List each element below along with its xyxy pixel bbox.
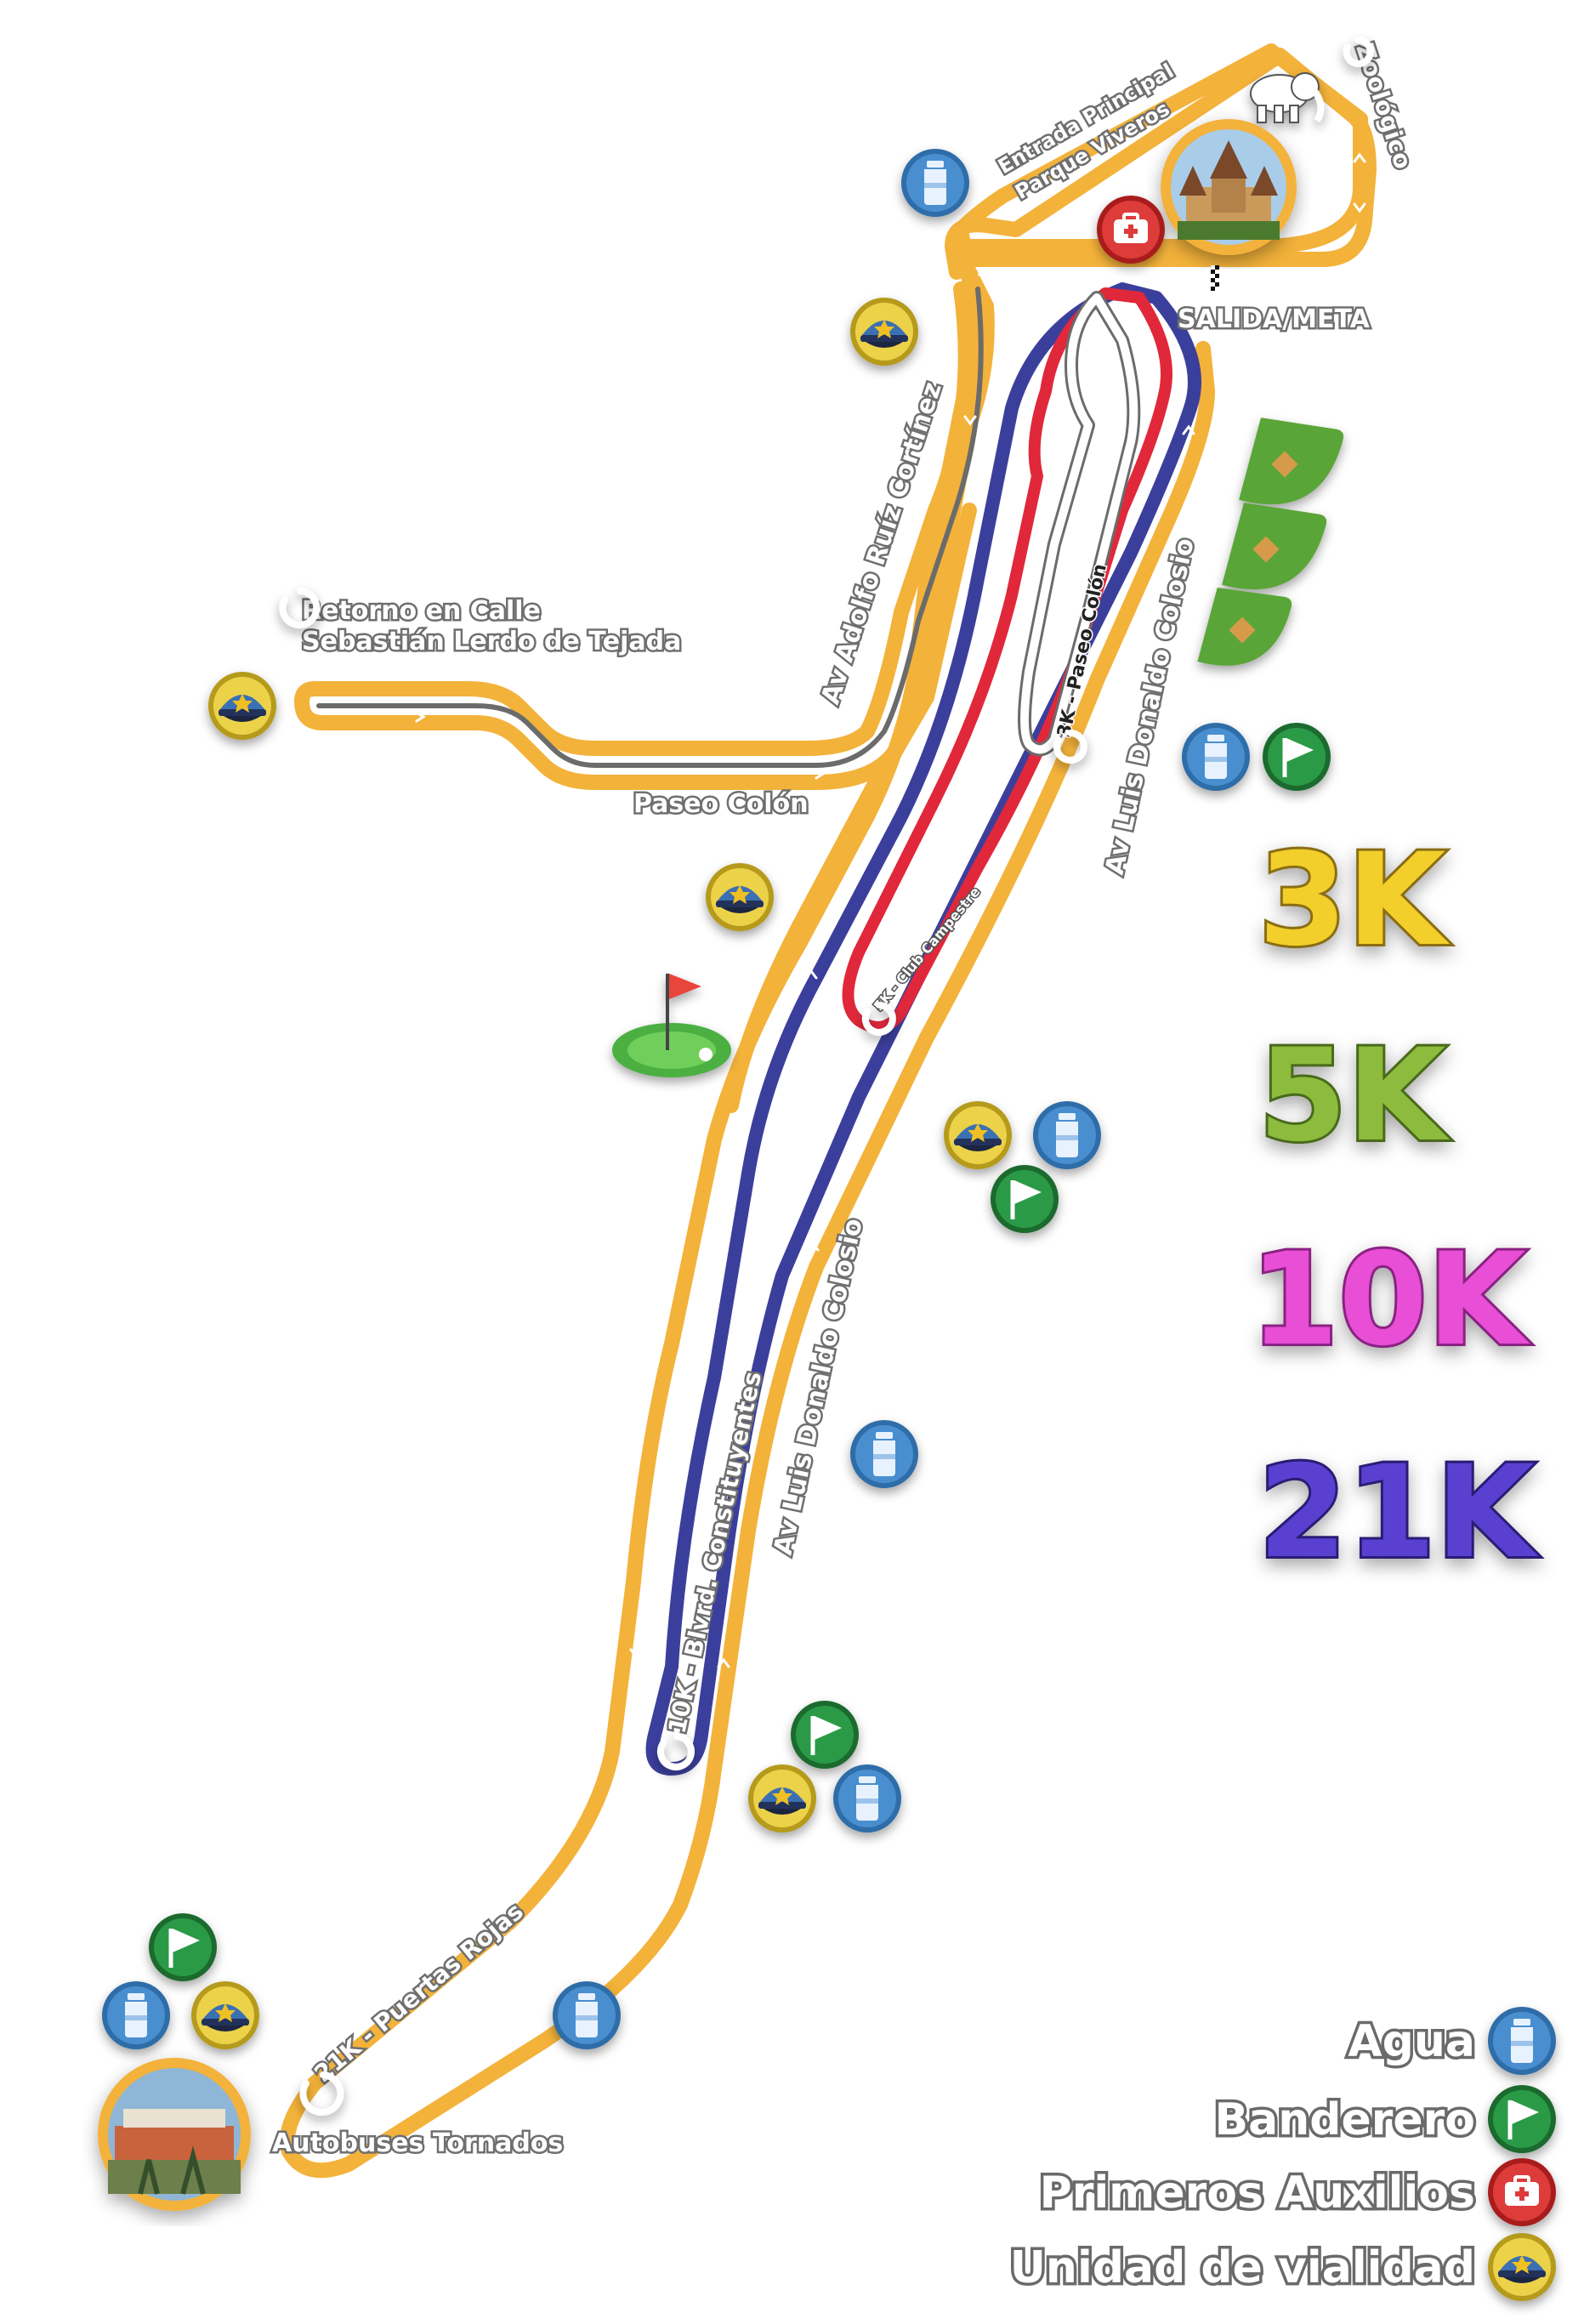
flag-icon: [1488, 2085, 1556, 2153]
label-retorno-2: Sebastián Lerdo de Tejada: [302, 627, 681, 656]
label-salida-meta: SALIDA/META: [1178, 304, 1371, 334]
label-ret-21k: 21K - Puertas Rojas: [309, 1897, 528, 2088]
uturn-icon: [861, 1002, 896, 1036]
route-park-loop: [945, 48, 1377, 280]
legend-item-agua: Agua: [1345, 2007, 1556, 2075]
route-5k: [842, 287, 1172, 1033]
legend-label: Agua: [1348, 2016, 1475, 2067]
police-cap-icon: [706, 863, 774, 931]
police-cap-icon: [748, 1764, 816, 1832]
flag-icon: [149, 1913, 217, 1981]
uturn-icon: [299, 2071, 344, 2116]
distance-5k-badge: 5K: [1258, 1022, 1450, 1170]
water-bottle-icon: [1488, 2007, 1556, 2075]
legend-label: Unidad de vialidad: [1010, 2242, 1475, 2293]
label-paseo-colon: Paseo Colón: [633, 789, 809, 819]
water-bottle-icon: [553, 1981, 621, 2049]
water-bottle-icon: [1182, 723, 1250, 791]
water-bottle-icon: [833, 1764, 901, 1832]
flag-icon: [791, 1701, 859, 1769]
distance-21k-badge: 21K: [1258, 1439, 1539, 1587]
label-autobuses: Autobuses Tornados: [272, 2128, 563, 2158]
golf-green-icon: [612, 974, 731, 1077]
direction-arrows: [321, 152, 1366, 2068]
map-labels: Zoológico Entrada Principal Parque Viver…: [270, 37, 1420, 2160]
uturn-icon: [657, 1733, 695, 1770]
uturn-icon: [279, 588, 321, 628]
legend-item-banderero: Banderero: [1212, 2085, 1556, 2153]
elephant-icon: [1250, 72, 1325, 123]
label-retorno-1: Retorno en Calle: [302, 596, 541, 626]
police-cap-icon: [944, 1101, 1012, 1169]
uturn-icon: [1343, 37, 1374, 67]
castle-photo-medallion: [1161, 119, 1297, 255]
distance-badges: 3K 5K 10K 21K: [1247, 824, 1541, 1589]
baseball-fields: [1197, 418, 1344, 666]
police-cap-icon: [850, 298, 918, 366]
police-cap-icon: [1488, 2233, 1556, 2301]
bus-terminal-photo-medallion: [98, 2058, 251, 2211]
legend-item-unidad-vialidad: Unidad de vialidad: [1007, 2233, 1556, 2301]
legend-label: Primeros Auxilios: [1040, 2168, 1475, 2219]
water-bottle-icon: [102, 1981, 170, 2049]
first-aid-icon: [1486, 2156, 1558, 2228]
legend-item-primeros-auxilios: Primeros Auxilios: [1036, 2156, 1558, 2228]
flag-icon: [991, 1165, 1059, 1233]
distance-10k-badge: 10K: [1250, 1226, 1530, 1374]
uturn-icon: [1053, 730, 1087, 764]
first-aid-icon: [1095, 194, 1167, 265]
route-lines: [280, 43, 1377, 2179]
distance-3k-badge: 3K: [1258, 827, 1450, 974]
water-bottle-icon: [850, 1420, 918, 1488]
police-cap-icon: [191, 1981, 259, 2049]
legend-label: Banderero: [1214, 2094, 1475, 2145]
water-bottle-icon: [901, 149, 969, 217]
legend: Agua Banderero Primeros Auxilios Unidad …: [1007, 2007, 1558, 2301]
flag-icon: [1263, 723, 1331, 791]
water-bottle-icon: [1033, 1101, 1101, 1169]
route-paseo-colon-spur: [294, 281, 977, 790]
u-turn-markers: [279, 37, 1374, 2116]
police-cap-icon: [208, 672, 276, 740]
